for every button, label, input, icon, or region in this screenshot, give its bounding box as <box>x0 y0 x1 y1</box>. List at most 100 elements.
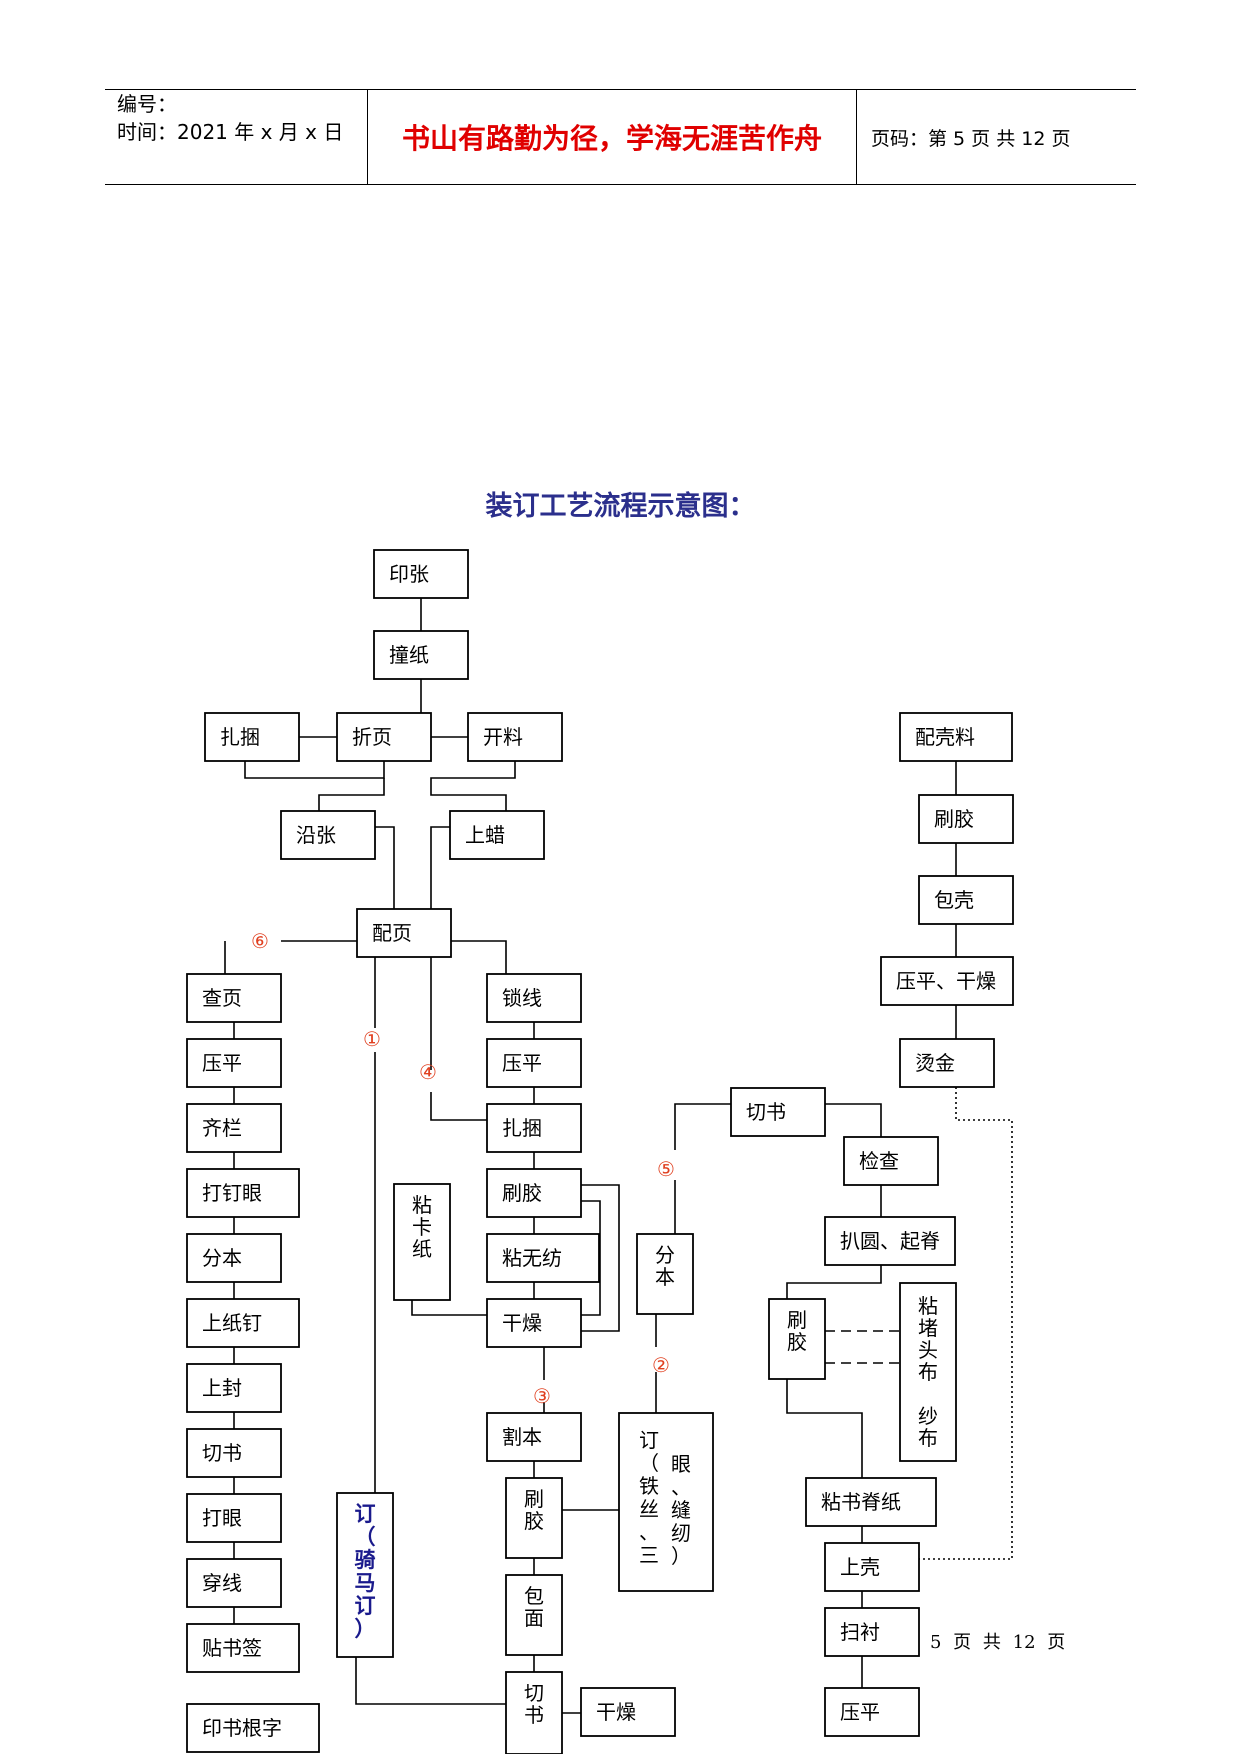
node-box <box>393 1183 451 1301</box>
node-label: 纱 <box>918 1404 938 1428</box>
node-label: 骑 <box>355 1547 376 1572</box>
node-label: 刷 <box>787 1308 807 1332</box>
node-label: 配页 <box>372 921 412 945</box>
node-label: 扎捆 <box>220 725 260 749</box>
node-zhanwufang: 粘无纺 <box>486 1233 600 1283</box>
node-label: 打眼 <box>202 1506 242 1530</box>
node-tangjin: 烫金 <box>899 1038 995 1088</box>
node-baoke: 包壳 <box>918 875 1014 925</box>
document-time: 时间：2021 年 x 月 x 日 <box>117 120 344 144</box>
node-label: 压平 <box>202 1051 242 1075</box>
node-label: 扒圆、起脊 <box>840 1229 940 1253</box>
node-box <box>204 712 300 762</box>
node-qieshu2: 切书 <box>505 1671 563 1754</box>
node-label: 书 <box>524 1703 544 1727</box>
node-qilan: 齐栏 <box>186 1103 282 1153</box>
node-zhankazhi: 粘卡纸 <box>393 1183 451 1301</box>
node-label: 穿线 <box>202 1571 242 1595</box>
node-label: 扎捆 <box>502 1116 542 1140</box>
node-label: 丝 <box>639 1497 659 1521</box>
connector-line <box>825 1103 882 1137</box>
node-label: 眼 <box>671 1452 691 1476</box>
connector-line <box>451 940 507 974</box>
node-label: 压平、干燥 <box>896 969 996 993</box>
node-label: 沿张 <box>296 823 336 847</box>
node-box <box>899 712 1013 762</box>
node-box <box>486 1038 582 1088</box>
connector-line <box>430 1092 487 1121</box>
node-label: 纫 <box>671 1521 691 1545</box>
node-label: 三 <box>639 1543 659 1567</box>
node-label: 布 <box>918 1426 938 1450</box>
node-box <box>805 1477 937 1527</box>
node-label: 粘书脊纸 <box>821 1490 901 1514</box>
connector-line <box>375 826 395 909</box>
node-box <box>186 1703 320 1753</box>
node-label: ） <box>671 1544 691 1568</box>
node-label: （ <box>639 1451 659 1475</box>
node-label: 干燥 <box>596 1700 636 1724</box>
node-box <box>186 1363 282 1413</box>
node-label: （ <box>355 1524 376 1549</box>
node-label: 印书根字 <box>202 1716 282 1740</box>
node-box <box>186 1168 300 1218</box>
node-label: 布 <box>918 1360 938 1384</box>
node-label: 包 <box>524 1584 544 1608</box>
node-label: 刷胶 <box>934 807 974 831</box>
node-box <box>486 973 582 1023</box>
node-box <box>843 1136 939 1186</box>
node-label: 包壳 <box>934 888 974 912</box>
node-box <box>336 1492 394 1658</box>
node-label: 上壳 <box>840 1555 880 1579</box>
node-shangzhiding: 上纸钉 <box>186 1298 300 1348</box>
node-label: 缝 <box>671 1498 691 1522</box>
node-box <box>505 1671 563 1754</box>
node-box <box>486 1298 582 1348</box>
node-peikeliao: 配壳料 <box>899 712 1013 762</box>
node-box <box>899 1038 995 1088</box>
node-box <box>618 1412 714 1592</box>
node-label: 订 <box>355 1593 376 1618</box>
node-label: 切书 <box>746 1100 786 1124</box>
node-zhanshujizhi: 粘书脊纸 <box>805 1477 937 1527</box>
node-box <box>730 1087 826 1137</box>
node-label: 干燥 <box>502 1311 542 1335</box>
node-box <box>918 875 1014 925</box>
node-box <box>486 1103 582 1153</box>
node-yaping1: 压平 <box>186 1038 282 1088</box>
node-dadingyan: 打钉眼 <box>186 1168 300 1218</box>
node-box <box>824 1687 920 1737</box>
node-label: 卡 <box>412 1215 432 1239</box>
node-label: 检查 <box>859 1149 899 1173</box>
step-marker: ① <box>363 1027 381 1051</box>
diagram-title: 装订工艺流程示意图： <box>485 491 756 522</box>
node-payuan: 扒圆、起脊 <box>824 1216 956 1266</box>
node-box <box>373 549 469 599</box>
node-box <box>918 794 1014 844</box>
node-qieshu3: 切书 <box>730 1087 826 1137</box>
node-yinshugenzi: 印书根字 <box>186 1703 320 1753</box>
node-shangfeng: 上封 <box>186 1363 282 1413</box>
node-label: 开料 <box>483 725 523 749</box>
node-suoxian: 锁线 <box>486 973 582 1023</box>
node-label: 烫金 <box>915 1051 955 1075</box>
connector-line <box>430 761 516 811</box>
node-label: 堵 <box>918 1316 938 1340</box>
node-label: 分 <box>655 1243 675 1267</box>
header-page-number: 页码：第 5 页 共 12 页 <box>871 127 1071 150</box>
node-tieshuqian: 贴书签 <box>186 1623 300 1673</box>
connector-line <box>430 826 450 909</box>
connector-line <box>786 1379 863 1478</box>
node-chaye: 查页 <box>186 973 282 1023</box>
node-qimading: 订（骑马订） <box>336 1492 394 1658</box>
node-label: 上纸钉 <box>202 1311 262 1335</box>
node-label: 订 <box>355 1501 376 1526</box>
node-dayan: 打眼 <box>186 1493 282 1543</box>
node-box <box>186 973 282 1023</box>
node-zhakun2: 扎捆 <box>486 1103 582 1153</box>
node-geben: 割本 <box>486 1412 582 1462</box>
node-box <box>636 1233 694 1315</box>
node-yinzhang: 印张 <box>373 549 469 599</box>
node-box <box>824 1542 920 1592</box>
node-shuajiao3: 刷胶 <box>768 1298 826 1380</box>
